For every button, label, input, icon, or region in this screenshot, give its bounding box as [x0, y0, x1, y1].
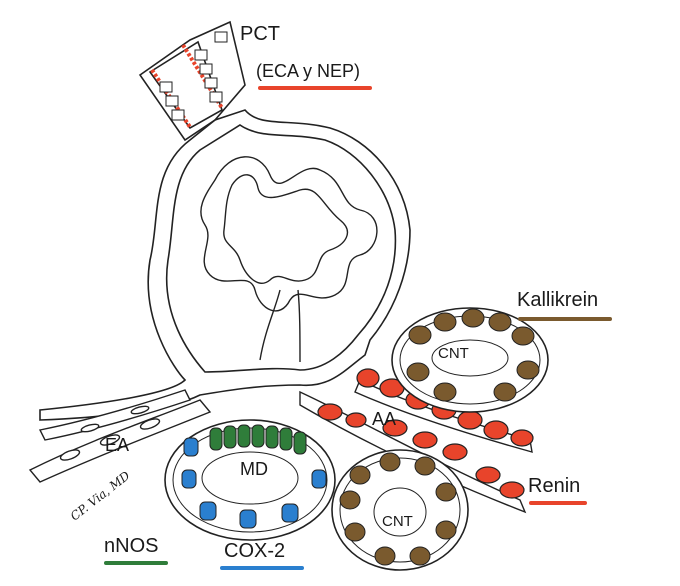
cnt-bottom-tubule: [331, 449, 469, 571]
proximal-tubule: [138, 20, 246, 142]
efferent-arteriole: [28, 389, 212, 483]
md-label: MD: [240, 459, 268, 479]
ea-label: EA: [105, 435, 130, 455]
renin-underline: [529, 501, 587, 505]
glomerular-loops: [200, 156, 378, 363]
eca-nep-underline: [258, 86, 372, 90]
cnt-top-label: CNT: [438, 345, 469, 362]
kallikrein-underline: [518, 317, 612, 321]
bowman-capsule: [39, 109, 411, 421]
cox2-cells: [181, 437, 327, 529]
pct-label: PCT: [240, 23, 280, 45]
nnos-cells: [209, 424, 307, 455]
cnt-bottom-cells: [339, 452, 457, 566]
nnos-label: nNOS: [104, 535, 159, 557]
cnt-top-cells: [406, 308, 540, 402]
renin-label: Renin: [528, 475, 581, 497]
aa-label: AA: [372, 409, 397, 429]
pct-cells: [159, 31, 228, 121]
kallikrein-label: Kallikrein: [517, 289, 599, 311]
cox2-label: COX-2: [224, 540, 286, 562]
cox2-underline: [220, 566, 304, 570]
cnt-bottom-label: CNT: [382, 513, 413, 530]
eca-nep-label: (ECA y NEP): [256, 61, 361, 81]
nnos-underline: [104, 561, 168, 565]
